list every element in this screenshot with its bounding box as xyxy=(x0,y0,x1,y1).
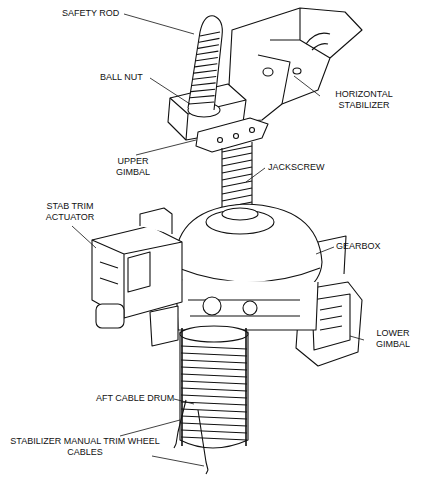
thread-stroke xyxy=(181,423,247,426)
part-label: LOWER GIMBAL xyxy=(366,328,420,350)
thread-stroke xyxy=(192,83,216,86)
thread-stroke xyxy=(181,430,247,433)
part-label: HORIZONTAL STABILIZER xyxy=(322,89,406,111)
thread-stroke xyxy=(195,64,217,67)
thread-stroke xyxy=(181,360,247,363)
thread-stroke xyxy=(181,367,247,370)
thread-stroke xyxy=(199,38,219,42)
thread-stroke xyxy=(222,195,252,201)
thread-stroke xyxy=(181,416,247,419)
thread-stroke xyxy=(190,96,215,98)
thread-stroke xyxy=(194,70,217,73)
part-label: STABILIZER MANUAL TRIM WHEEL CABLES xyxy=(10,436,160,458)
part-label: AFT CABLE DRUM xyxy=(96,393,186,404)
thread-stroke xyxy=(222,188,252,194)
thread-stroke xyxy=(222,153,252,159)
part-label: SAFETY ROD xyxy=(62,8,142,19)
thread-stroke xyxy=(181,353,247,356)
thread-stroke xyxy=(189,102,214,104)
part-label: BALL NUT xyxy=(100,72,160,83)
thread-stroke xyxy=(222,146,252,152)
thread-stroke xyxy=(181,346,247,349)
part-label: JACKSCREW xyxy=(268,162,338,173)
thread-stroke xyxy=(181,409,247,412)
thread-stroke xyxy=(222,167,252,173)
thread-stroke xyxy=(193,77,216,80)
thread-stroke xyxy=(181,381,247,384)
thread-stroke xyxy=(181,374,247,377)
part-label: UPPER GIMBAL xyxy=(104,156,162,178)
thread-stroke xyxy=(196,57,218,60)
thread-stroke xyxy=(191,89,215,91)
part-label: STAB TRIM ACTUATOR xyxy=(28,201,112,223)
thread-stroke xyxy=(181,437,247,440)
thread-stroke xyxy=(222,181,252,187)
thread-stroke xyxy=(222,174,252,180)
part-label: GEARBOX xyxy=(336,241,396,252)
thread-stroke xyxy=(200,32,220,36)
thread-stroke xyxy=(197,51,218,54)
thread-stroke xyxy=(181,388,247,391)
thread-stroke xyxy=(222,160,252,166)
thread-stroke xyxy=(181,395,247,398)
thread-stroke xyxy=(198,45,219,49)
